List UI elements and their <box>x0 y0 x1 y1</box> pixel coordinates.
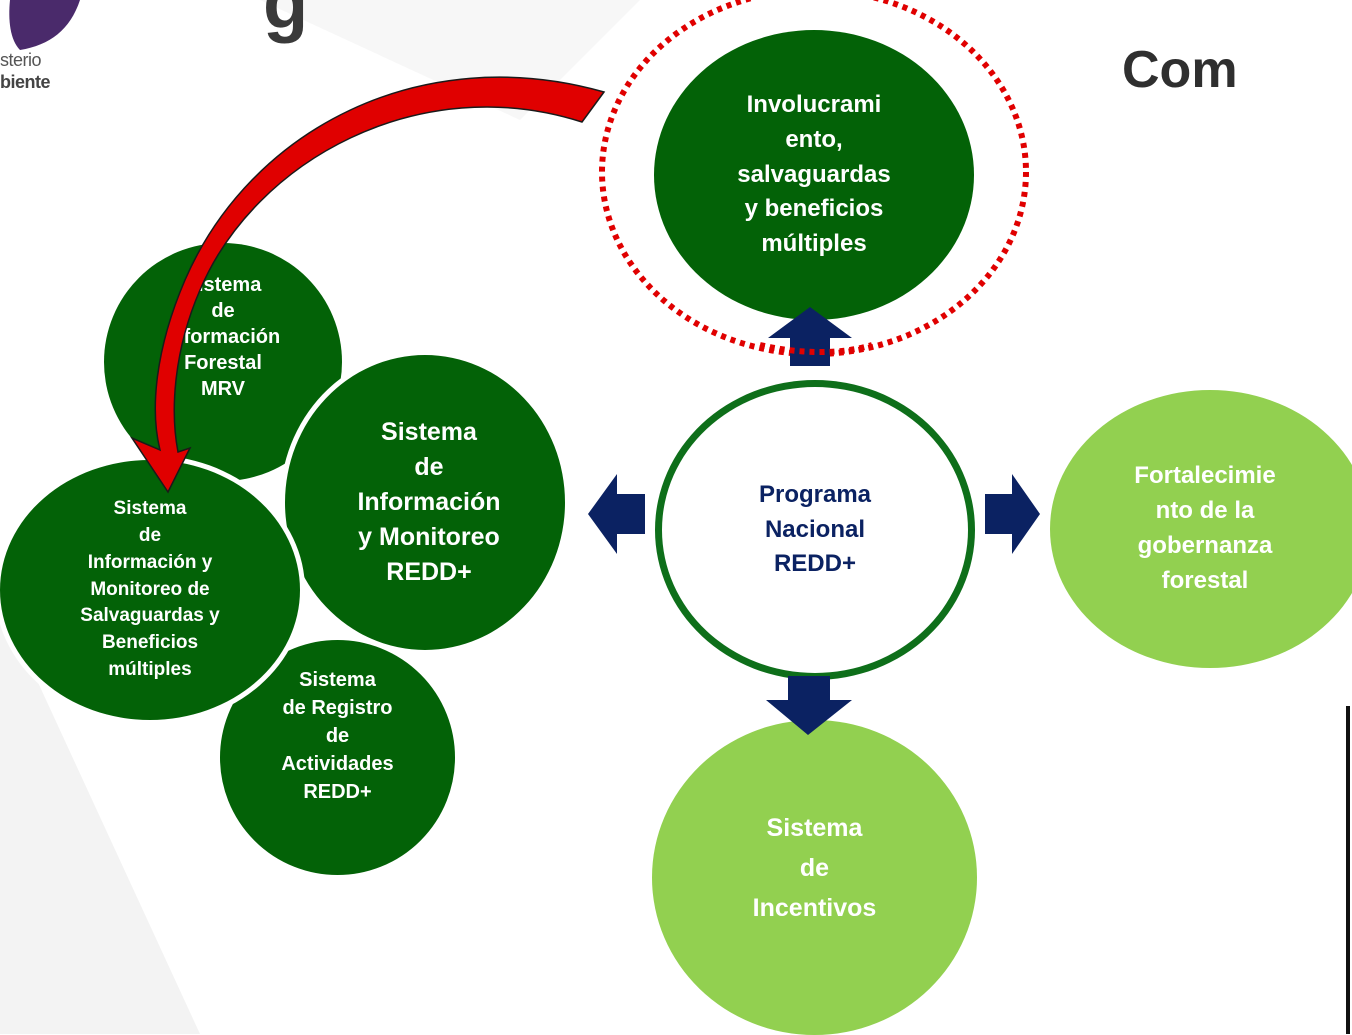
highlight-dashed-ring <box>599 0 1029 357</box>
node-sistema-info-monitoreo-label: Sistema de Información y Monitoreo REDD+ <box>357 418 501 586</box>
node-involucramiento-label: Involucrami ento, salvaguardas y benefic… <box>737 91 891 258</box>
node-fortalecimiento-label: Fortalecimie nto de la gobernanza forest… <box>1134 462 1276 594</box>
logo-text-line1: sterio <box>0 50 42 70</box>
node-sistema-incentivos-label: Sistema de Incentivos <box>752 813 877 922</box>
arrow-left-icon <box>588 474 645 554</box>
node-sistema-forestal-mrv: Sistema de Información Forestal MRV <box>104 243 342 481</box>
arrow-right-icon <box>985 474 1040 554</box>
node-sistema-salvaguardas-label: Sistema de Información y Monitoreo de Sa… <box>80 497 220 681</box>
page-title: g <box>263 0 309 44</box>
arrow-down-icon <box>766 676 852 735</box>
node-fortalecimiento: Fortalecimie nto de la gobernanza forest… <box>1050 390 1352 668</box>
right-edge-frame <box>1346 706 1350 1034</box>
node-programa-nacional-label: Programa Nacional REDD+ <box>758 480 872 578</box>
logo-text-line2: biente <box>0 72 51 92</box>
node-sistema-incentivos: Sistema de Incentivos <box>652 720 977 1035</box>
arrow-up-icon <box>768 307 852 366</box>
logo-emblem-icon <box>9 0 80 50</box>
node-sistema-info-monitoreo: Sistema de Información y Monitoreo REDD+ <box>280 350 570 655</box>
node-involucramiento: Involucrami ento, salvaguardas y benefic… <box>654 30 974 320</box>
ministerio-logo: sterio biente <box>0 0 110 110</box>
node-sistema-salvaguardas: Sistema de Información y Monitoreo de Sa… <box>0 455 305 725</box>
node-sistema-registro-label: Sistema de Registro de Actividades REDD+ <box>281 668 394 803</box>
node-programa-nacional: Programa Nacional REDD+ <box>655 380 975 680</box>
curved-red-arrow-icon <box>129 76 606 494</box>
page-title-right: Com <box>1122 41 1238 99</box>
